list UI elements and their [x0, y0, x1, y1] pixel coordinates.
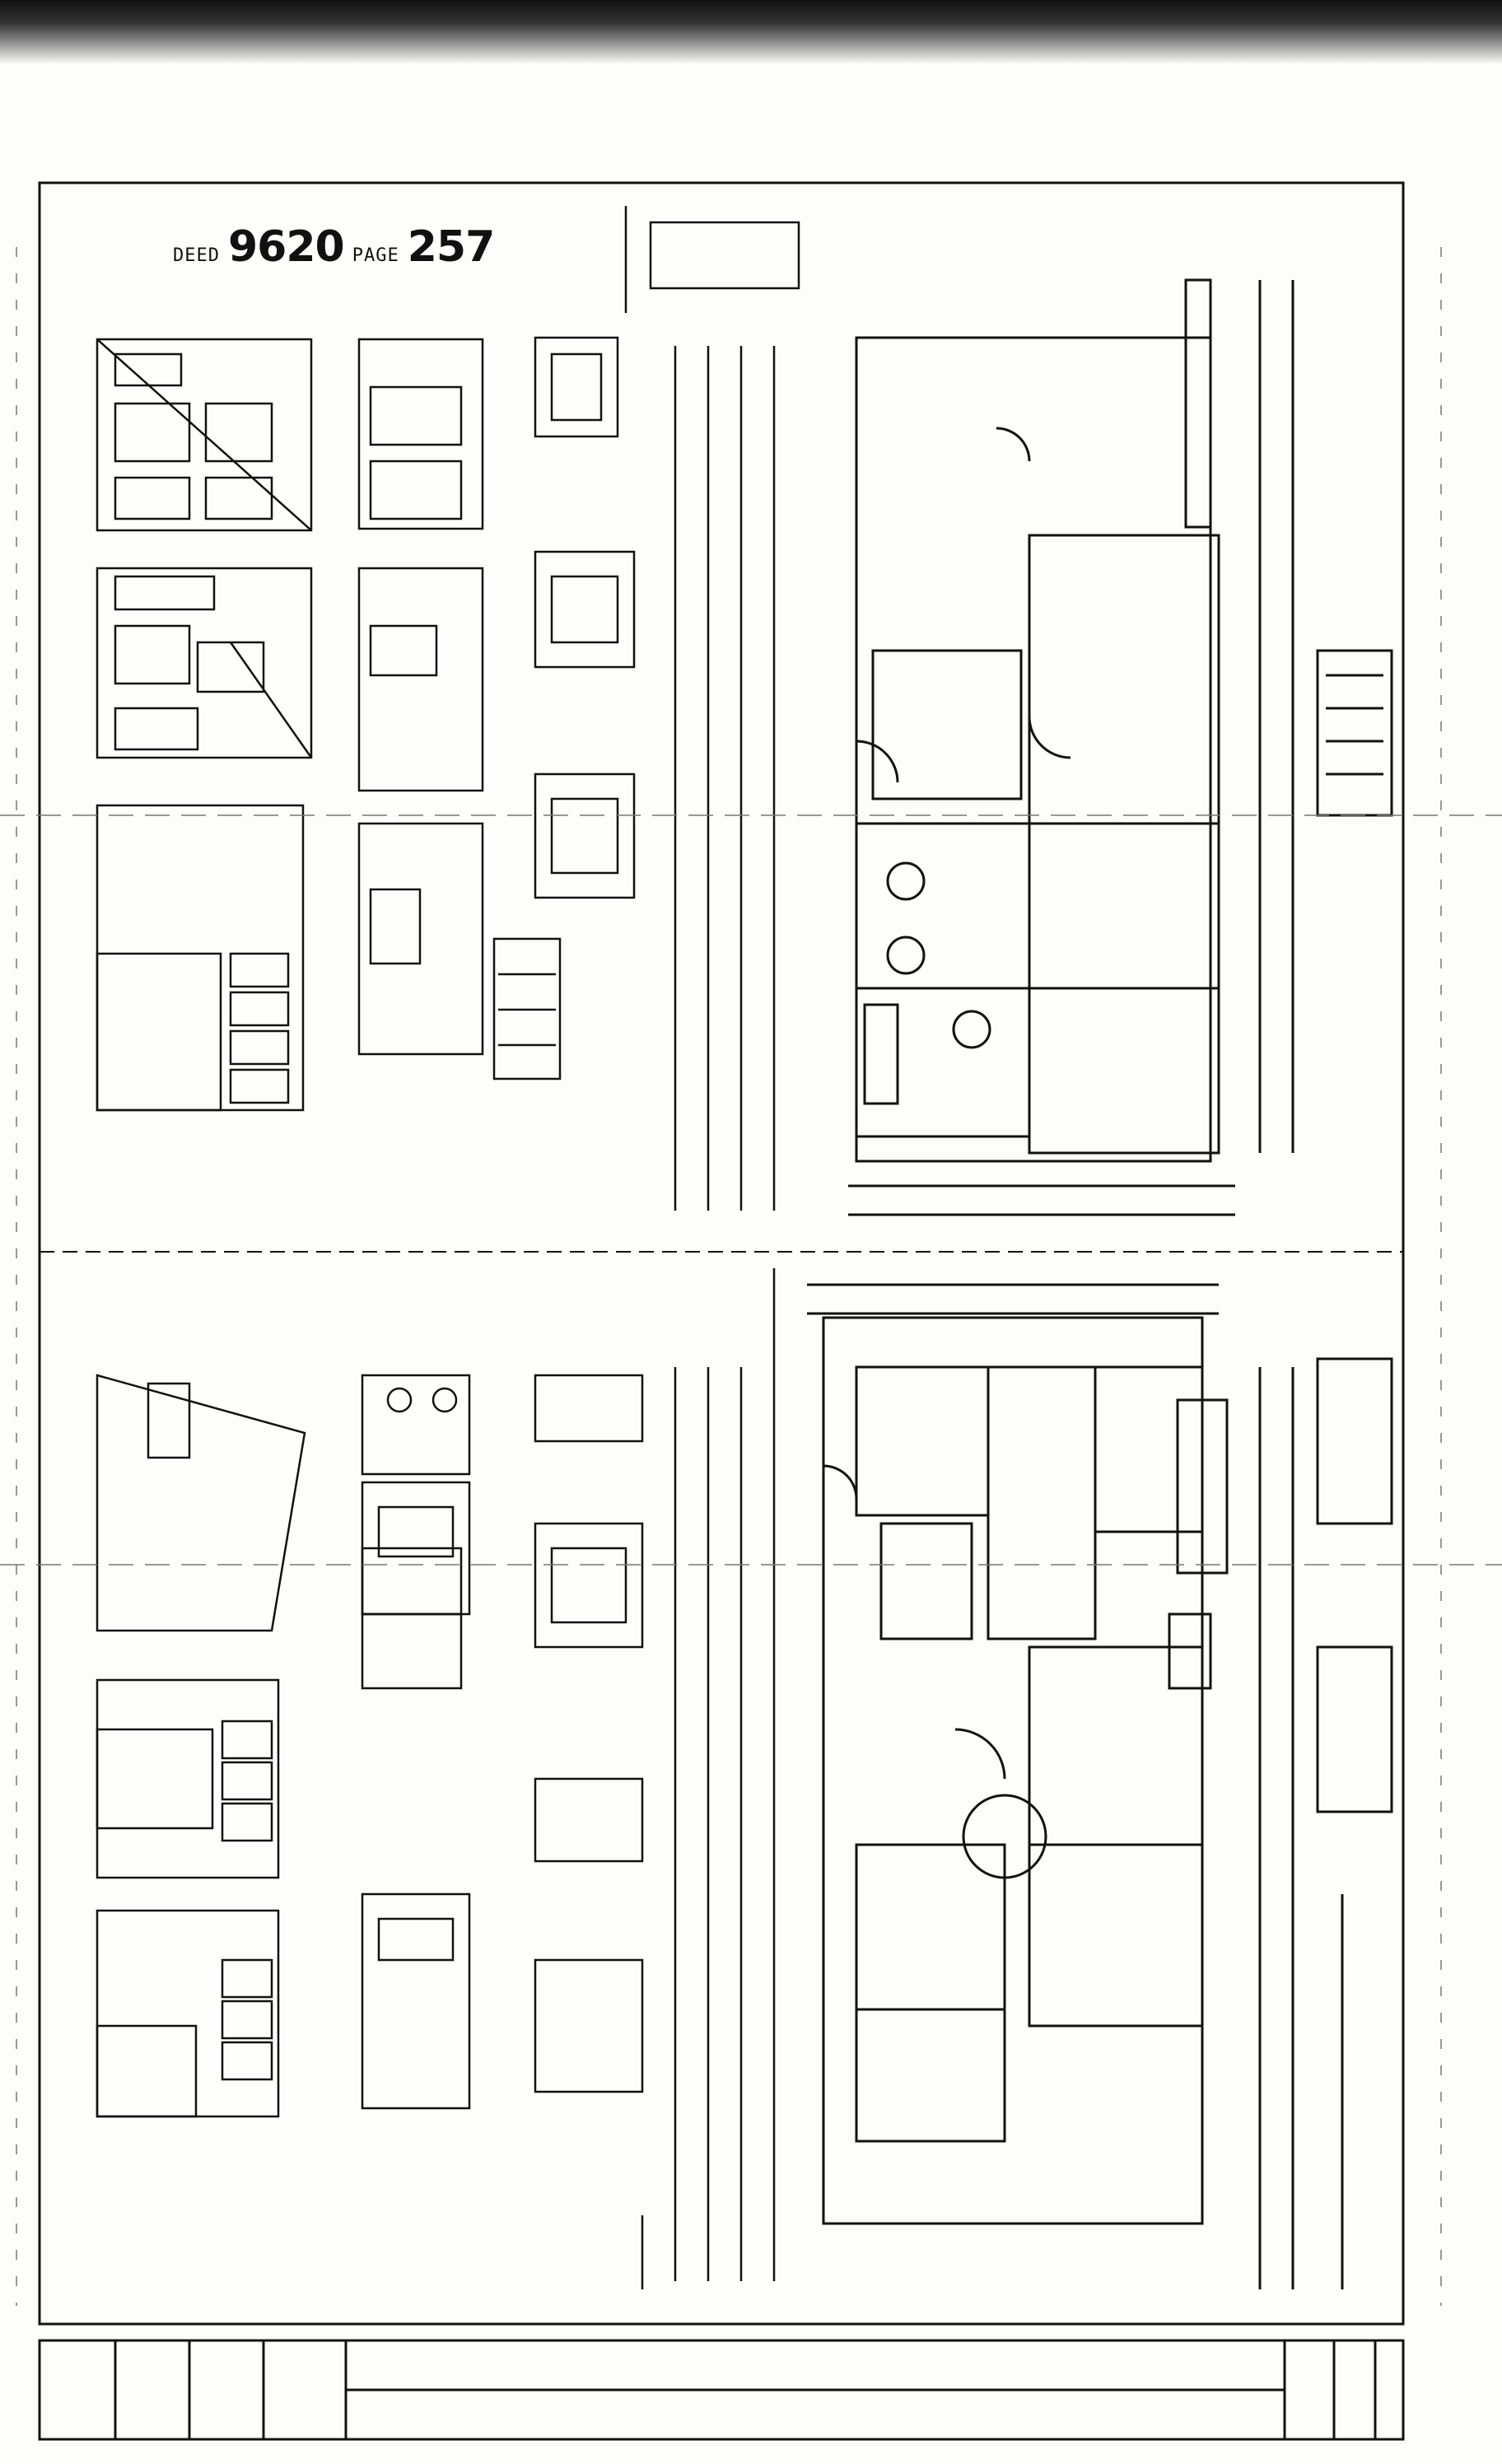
detail-box: [96, 567, 313, 759]
elevation-detail: [357, 338, 484, 530]
detail-box: [96, 338, 313, 532]
upper-floor-plan: [848, 278, 1393, 1216]
title-block: [38, 2339, 1405, 2441]
upper-details: [96, 206, 800, 1211]
scan-noise: [0, 247, 1502, 2306]
deed-label: DEED: [173, 245, 220, 266]
page-number: 257: [407, 222, 496, 272]
page-label: PAGE: [352, 245, 399, 266]
recording-stamp: DEED 9620 PAGE 257: [173, 222, 496, 272]
lower-details: [96, 1268, 776, 2289]
lower-floor-plan: [807, 1283, 1393, 2289]
scan-top-shadow: [0, 0, 1502, 64]
deed-number: 9620: [227, 222, 345, 272]
sheet-border: [38, 181, 1405, 2326]
